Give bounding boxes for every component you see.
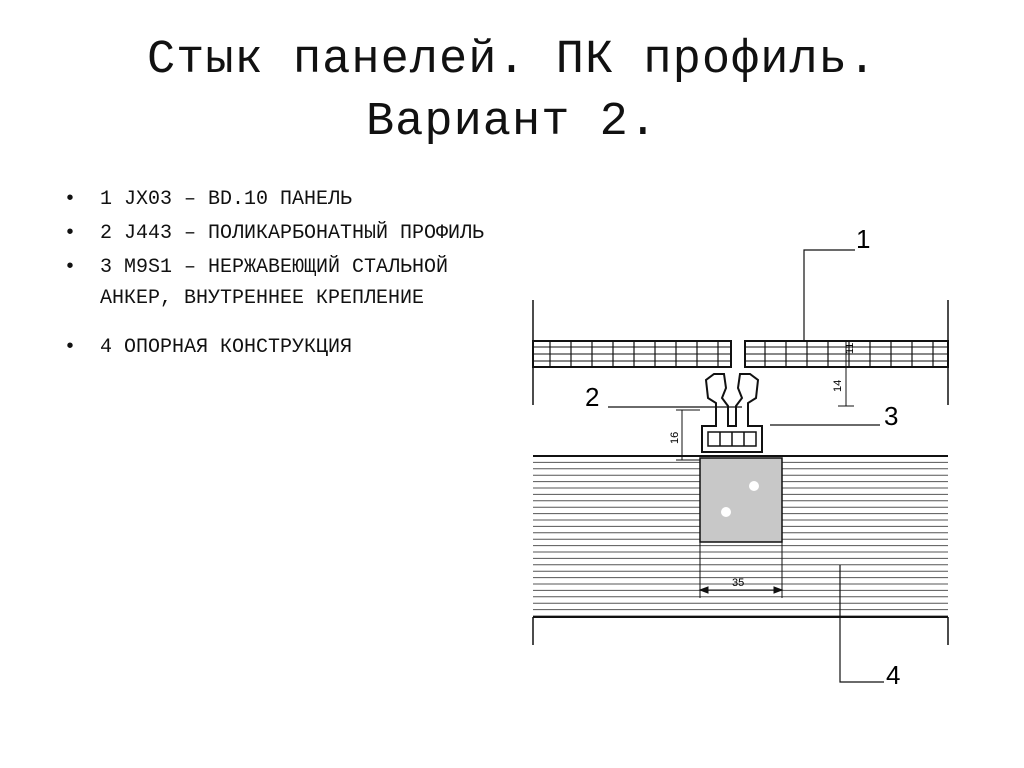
callout-2: 2 bbox=[585, 382, 599, 412]
slide-title-line-2: Вариант 2. bbox=[365, 96, 659, 149]
dimension-35: 35 bbox=[732, 577, 744, 589]
legend-item-4: 4 ОПОРНАЯ КОНСТРУКЦИЯ bbox=[60, 332, 500, 363]
panel-left bbox=[532, 300, 732, 405]
legend-item-3: 3 M9S1 – НЕРЖАВЕЮЩИЙ СТАЛЬНОЙ АНКЕР, ВНУ… bbox=[60, 252, 500, 314]
polycarbonate-profile bbox=[701, 373, 763, 453]
joint-drawing: 1 2 3 4 11 14 16 35 bbox=[532, 224, 949, 690]
steel-anchor bbox=[699, 457, 783, 543]
dimension-16: 16 bbox=[669, 432, 681, 444]
legend-item-1: 1 JX03 – BD.10 ПАНЕЛЬ bbox=[60, 184, 500, 215]
dimension-lines bbox=[676, 341, 854, 598]
leader-lines bbox=[608, 249, 884, 683]
legend-item-2: 2 J443 – ПОЛИКАРБОНАТНЫЙ ПРОФИЛЬ bbox=[60, 218, 500, 249]
dimension-14: 14 bbox=[832, 380, 844, 392]
slide-title: Стык панелей. ПК профиль. Вариант 2. bbox=[0, 30, 1024, 154]
callout-3: 3 bbox=[884, 401, 898, 431]
callout-1: 1 bbox=[856, 224, 870, 254]
legend-list: 1 JX03 – BD.10 ПАНЕЛЬ 2 J443 – ПОЛИКАРБО… bbox=[60, 184, 500, 363]
dimension-11: 11 bbox=[844, 343, 856, 354]
slide-title-line-1: Стык панелей. ПК профиль. bbox=[146, 34, 878, 87]
callout-4: 4 bbox=[886, 660, 900, 690]
